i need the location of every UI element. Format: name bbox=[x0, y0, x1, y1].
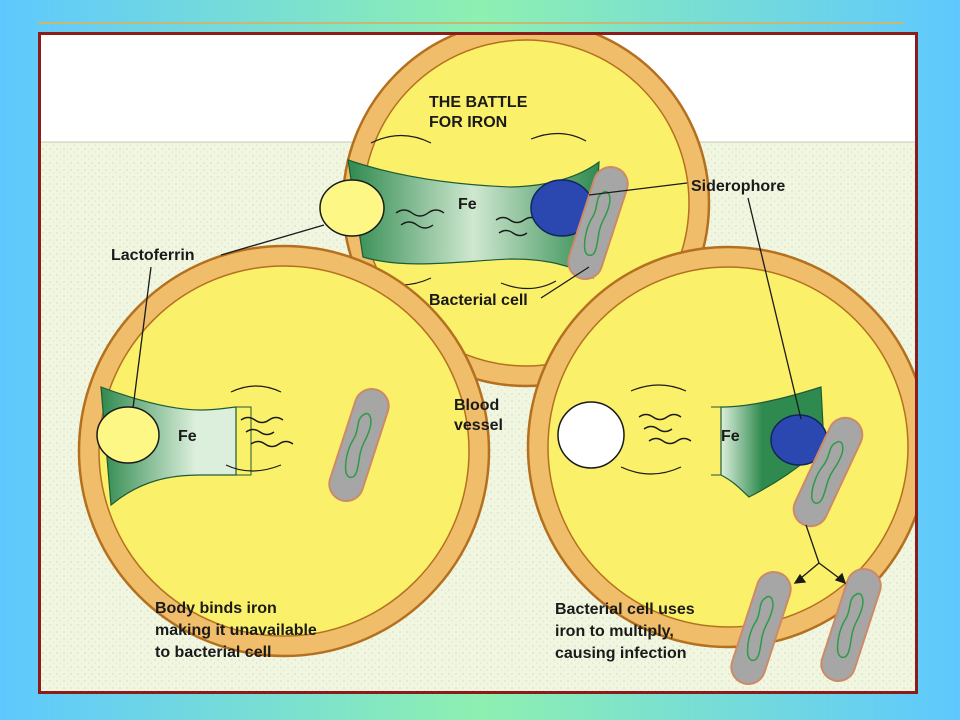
diagram-title: THE BATTLE FOR IRON bbox=[429, 94, 532, 131]
lactoferrin-top bbox=[319, 179, 385, 237]
slide-top-rule bbox=[38, 22, 904, 24]
diagram-frame: THE BATTLE FOR IRON Fe Bacterial cell Fe… bbox=[38, 32, 918, 694]
lactoferrin-label: Lactoferrin bbox=[111, 247, 195, 264]
fe-label-right: Fe bbox=[721, 428, 740, 445]
empty-lactoferrin-right bbox=[557, 401, 625, 469]
lactoferrin-left bbox=[96, 406, 160, 464]
fe-label-top: Fe bbox=[458, 196, 477, 213]
blood-vessel-label: Blood vessel bbox=[454, 397, 504, 434]
caption-left: Body binds iron making it unavailable to… bbox=[155, 600, 321, 661]
multiplication-arrows bbox=[793, 524, 847, 585]
iron-battle-diagram: THE BATTLE FOR IRON Fe Bacterial cell Fe… bbox=[41, 35, 915, 691]
left-blood-vessel bbox=[77, 244, 491, 658]
bacterial-cell-label: Bacterial cell bbox=[429, 292, 528, 309]
siderophore-label: Siderophore bbox=[691, 178, 785, 195]
caption-right: Bacterial cell uses iron to multiply, ca… bbox=[555, 601, 699, 662]
fe-label-left: Fe bbox=[178, 428, 197, 445]
